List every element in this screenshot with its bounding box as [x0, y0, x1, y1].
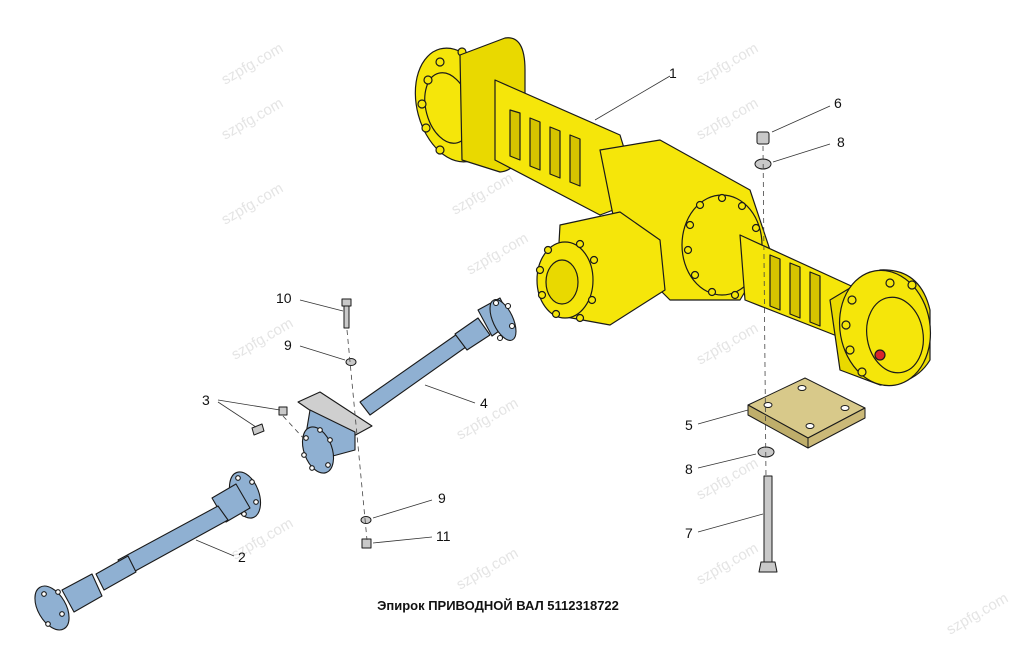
callout-4: 4 — [480, 395, 488, 411]
bolt-10-head — [341, 298, 352, 307]
watermark: szpfg.com — [694, 540, 762, 589]
pinion-flange-bolts — [535, 239, 599, 323]
washer-9-bottom — [360, 516, 372, 524]
shaft-2-tube — [117, 505, 229, 576]
shaft-4-end-flange — [489, 299, 517, 341]
shaft-2-bottom-flange — [34, 585, 70, 631]
bolt-10-shank — [343, 305, 350, 329]
watermark: szpfg.com — [464, 230, 532, 279]
drive-shaft-2 — [34, 471, 262, 631]
watermark: szpfg.com — [694, 95, 762, 144]
nut-11 — [361, 538, 372, 549]
bolt-7-head — [758, 561, 778, 573]
callout-9-bottom: 9 — [438, 490, 446, 506]
assembly-lines — [282, 145, 767, 541]
callout-7: 7 — [685, 525, 693, 541]
left-hub-studs — [417, 47, 467, 155]
watermark: szpfg.com — [449, 170, 517, 219]
nut-3 — [278, 406, 288, 416]
callouts: 1 6 8 5 8 7 10 9 3 4 9 11 2 — [202, 65, 845, 565]
callout-6: 6 — [834, 95, 842, 111]
right-tube-ribs — [769, 254, 821, 327]
right-hub-plug — [874, 349, 886, 361]
bolt-7-shank — [763, 475, 773, 563]
watermark: szpfg.com — [219, 180, 287, 229]
shaft-2-bottom-flange-holes — [41, 589, 65, 627]
shaft-4-flange-holes — [492, 299, 516, 342]
callout-10: 10 — [276, 290, 292, 306]
callout-11: 11 — [436, 528, 451, 544]
callout-9-top: 9 — [284, 337, 292, 353]
drive-shaft-4 — [297, 297, 517, 474]
center-bearing-flange-holes — [301, 427, 333, 471]
left-tube-ribs — [509, 109, 581, 187]
watermark: szpfg.com — [944, 590, 1012, 639]
diagram-caption: Эпирок ПРИВОДНОЙ ВАЛ 5112318722 — [0, 598, 1024, 613]
mounting-plate-5-front — [807, 407, 866, 449]
callout-3: 3 — [202, 392, 210, 408]
watermark: szpfg.com — [219, 95, 287, 144]
washer-9-top — [345, 358, 357, 366]
shaft-2-bottom-yoke — [61, 573, 103, 613]
shaft-2-top-flange-holes — [235, 475, 259, 517]
mounting-plate-5-holes — [763, 385, 850, 429]
caption-text: Эпирок ПРИВОДНОЙ ВАЛ 5112318722 — [377, 598, 619, 613]
watermark: szpfg.com — [454, 545, 522, 594]
watermark: szpfg.com — [694, 455, 762, 504]
callout-1: 1 — [669, 65, 677, 81]
callout-8-top: 8 — [837, 134, 845, 150]
watermark: szpfg.com — [694, 320, 762, 369]
callout-2: 2 — [238, 549, 246, 565]
right-hub-studs — [841, 278, 917, 377]
watermark: szpfg.com — [219, 40, 287, 89]
leader-lines — [195, 75, 831, 557]
hardware — [251, 131, 866, 573]
pinion-yoke — [545, 259, 579, 305]
axle-assembly — [414, 37, 932, 387]
callout-8-bottom: 8 — [685, 461, 693, 477]
watermark: szpfg.com — [694, 40, 762, 89]
shaft-2-slip-sleeve — [95, 555, 137, 591]
shaft-4-shoulder — [454, 317, 491, 351]
callout-5: 5 — [685, 417, 693, 433]
bolt-3 — [251, 423, 265, 436]
nut-6 — [756, 131, 770, 145]
